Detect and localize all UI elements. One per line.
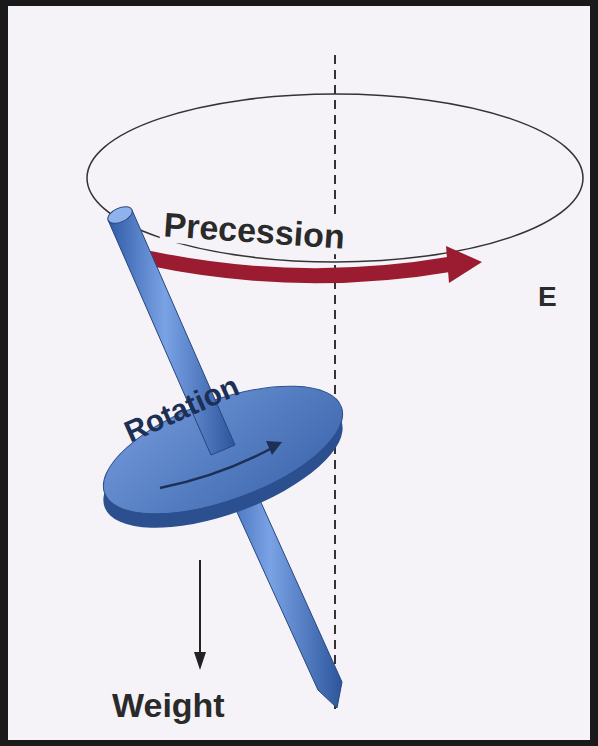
axle-end [105,203,134,226]
weight-label: Weight [112,688,225,722]
weight-arrowhead [194,652,206,670]
axis-letter: E [538,283,557,311]
precession-arrowhead [446,246,482,283]
precession-arrow [148,258,452,276]
rotation-arrow [160,448,272,488]
vertical-axis [334,55,336,712]
weight-arrow [199,560,201,655]
rotation-arrowhead [266,441,282,455]
background [8,6,590,740]
